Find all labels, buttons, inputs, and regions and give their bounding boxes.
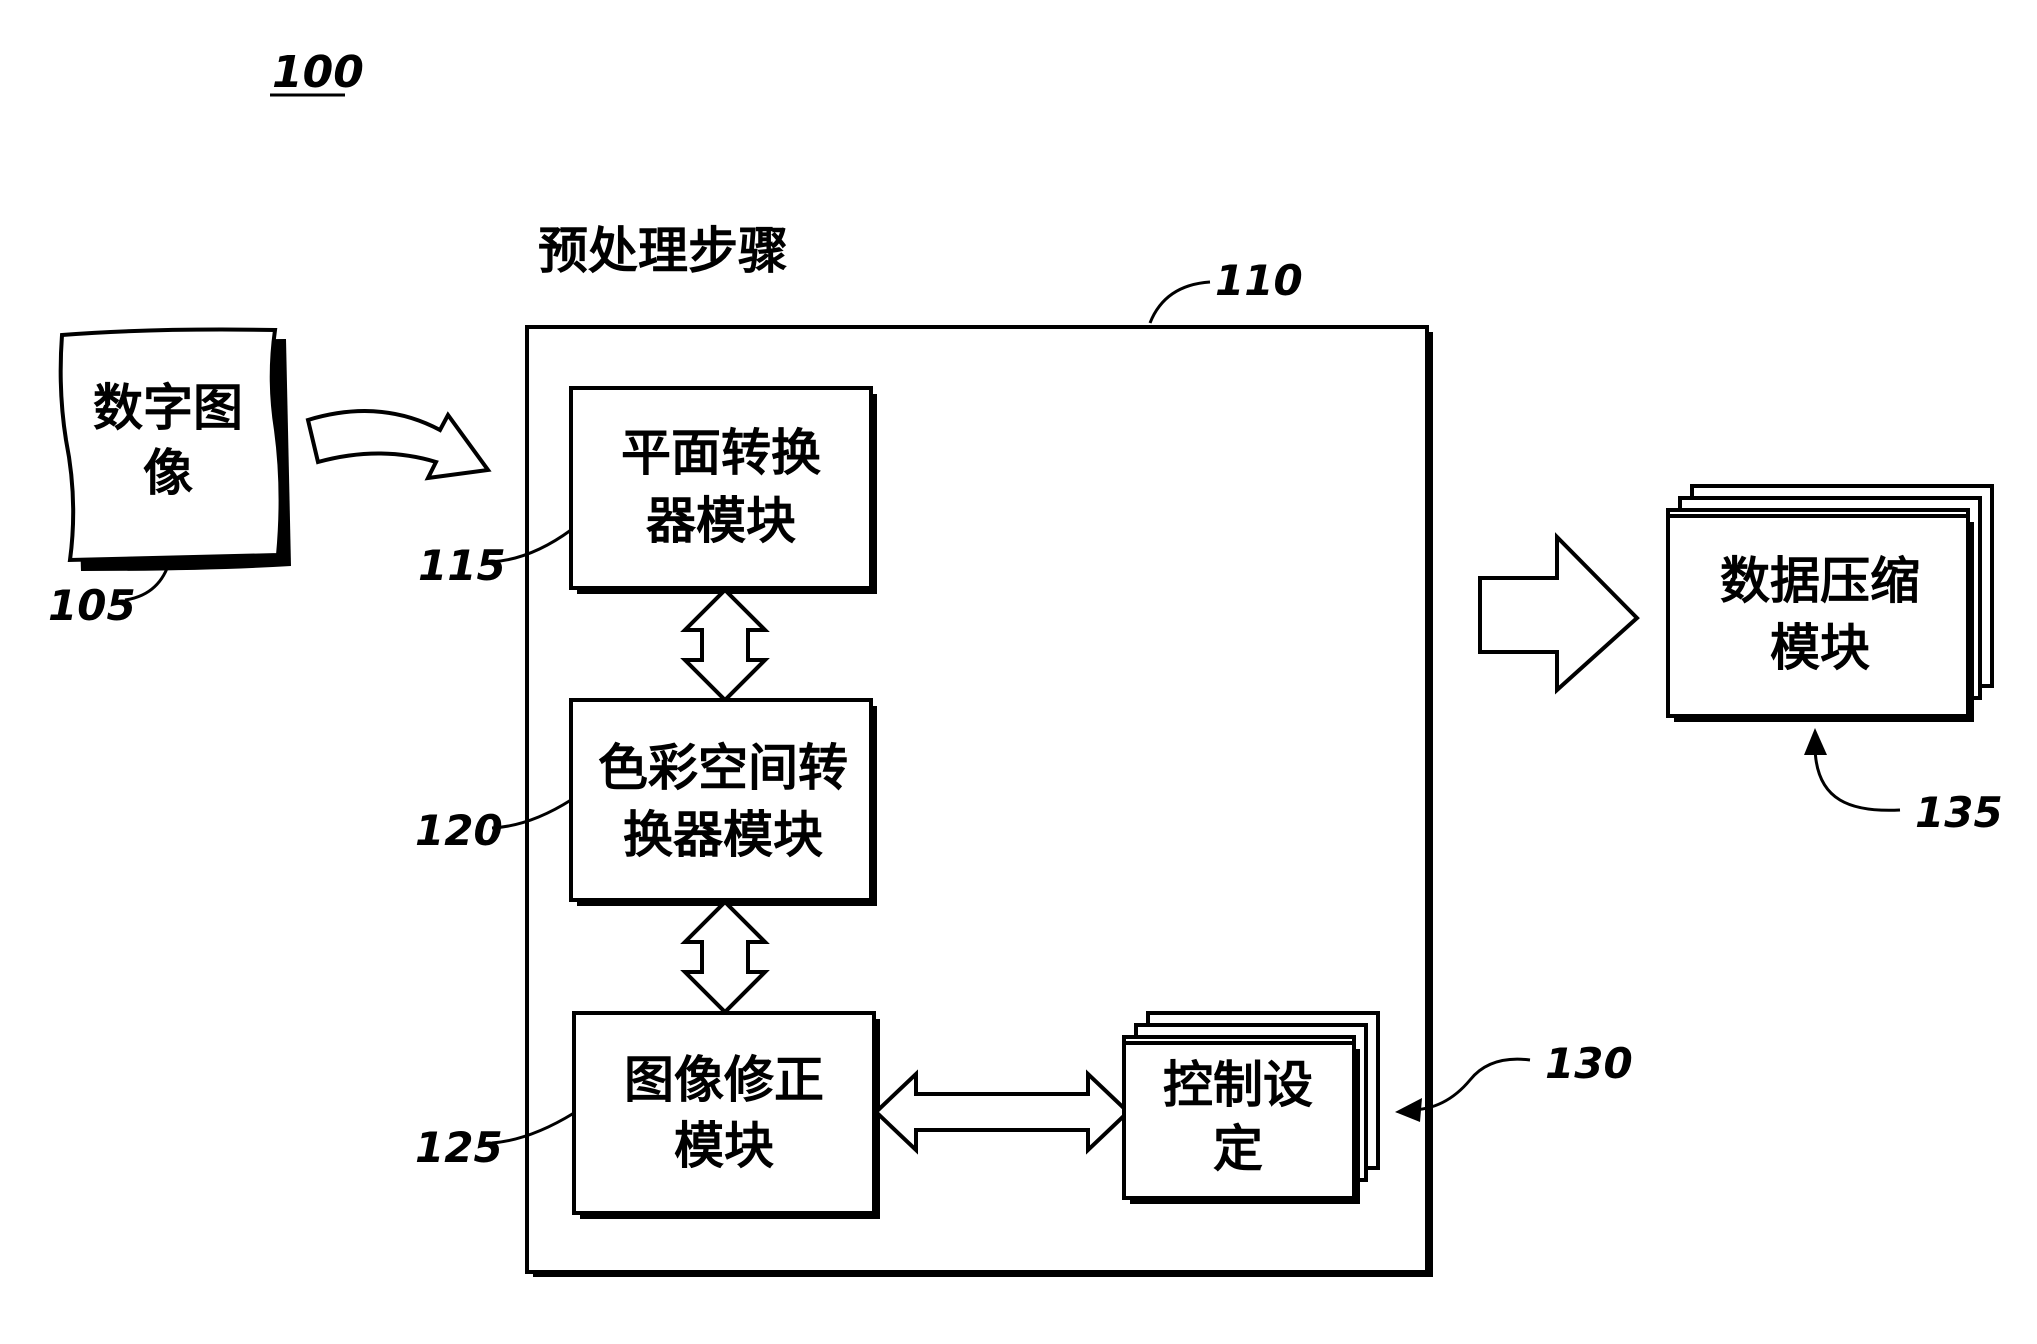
input-curved-arrow <box>305 409 492 481</box>
leader-125 <box>491 1111 575 1145</box>
ref-105: 105 <box>48 581 136 630</box>
leader-130-arrowhead <box>1395 1098 1422 1122</box>
leader-105 <box>124 559 172 602</box>
control-settings-stack: 控制设 定 <box>1122 1011 1380 1204</box>
image-correction-module: 图像修正 模块 <box>572 1011 880 1219</box>
ref-120: 120 <box>415 806 503 855</box>
ref-130: 130 <box>1545 1039 1633 1088</box>
leader-115 <box>489 528 572 564</box>
leader-135-arrowhead <box>1804 728 1827 755</box>
plane-converter-line2: 器模块 <box>646 492 796 550</box>
digital-image-line1: 数字图 <box>93 379 243 437</box>
output-arrow <box>1478 532 1640 695</box>
color-space-converter-line2: 换器模块 <box>623 806 823 864</box>
preprocess-title: 预处理步骤 <box>538 222 788 280</box>
control-settings-line2: 定 <box>1213 1120 1263 1178</box>
plane-converter-line1: 平面转换 <box>621 424 821 482</box>
ref-135: 135 <box>1915 788 2003 837</box>
leader-135 <box>1813 744 1901 812</box>
data-compression-line2: 模块 <box>1770 619 1870 677</box>
digital-image-line2: 像 <box>143 444 193 502</box>
color-space-converter-line1: 色彩空间转 <box>598 739 848 797</box>
image-correction-line2: 模块 <box>674 1117 774 1175</box>
leader-120 <box>491 798 572 830</box>
leader-130 <box>1409 1057 1531 1112</box>
color-space-converter-module: 色彩空间转 换器模块 <box>569 698 877 906</box>
ref-125: 125 <box>415 1123 503 1172</box>
figure-number: 100 <box>272 47 364 98</box>
data-compression-line1: 数据压缩 <box>1720 552 1920 610</box>
control-settings-line1: 控制设 <box>1163 1056 1313 1114</box>
digital-image-shape <box>58 327 283 563</box>
digital-image-document: 数字图 像 <box>58 327 291 571</box>
ref-110: 110 <box>1215 256 1303 305</box>
leader-110 <box>1148 280 1211 324</box>
image-correction-line1: 图像修正 <box>624 1051 824 1109</box>
ref-115: 115 <box>418 541 506 590</box>
plane-converter-module: 平面转换 器模块 <box>569 386 877 594</box>
data-compression-stack: 数据压缩 模块 <box>1666 484 1994 722</box>
